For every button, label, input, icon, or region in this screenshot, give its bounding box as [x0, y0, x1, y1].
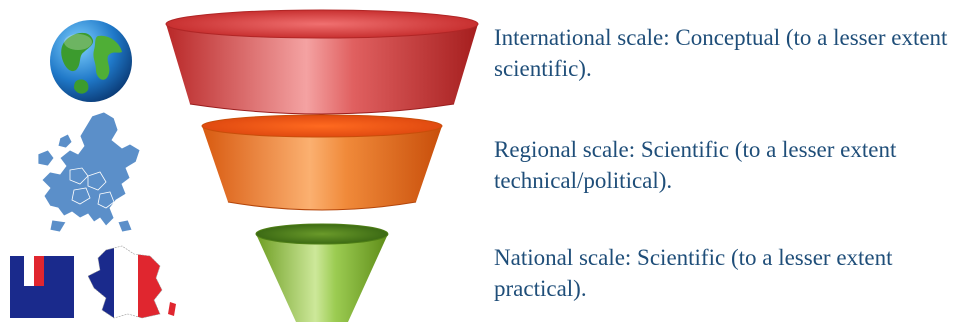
funnel-segment-national — [255, 223, 389, 322]
level-label-regional: Regional scale: Scientific (to a lesser … — [494, 137, 897, 193]
france-flag-map-icon — [10, 244, 180, 320]
funnel-diagram — [162, 6, 482, 322]
europe-map-icon — [30, 110, 148, 236]
funnel-segment-international — [165, 9, 479, 115]
globe-icon — [48, 18, 134, 104]
level-label-national: National scale: Scientific (to a lesser … — [494, 245, 893, 301]
level-label-international: International scale: Conceptual (to a le… — [494, 25, 948, 81]
funnel-segment-regional — [201, 114, 443, 211]
